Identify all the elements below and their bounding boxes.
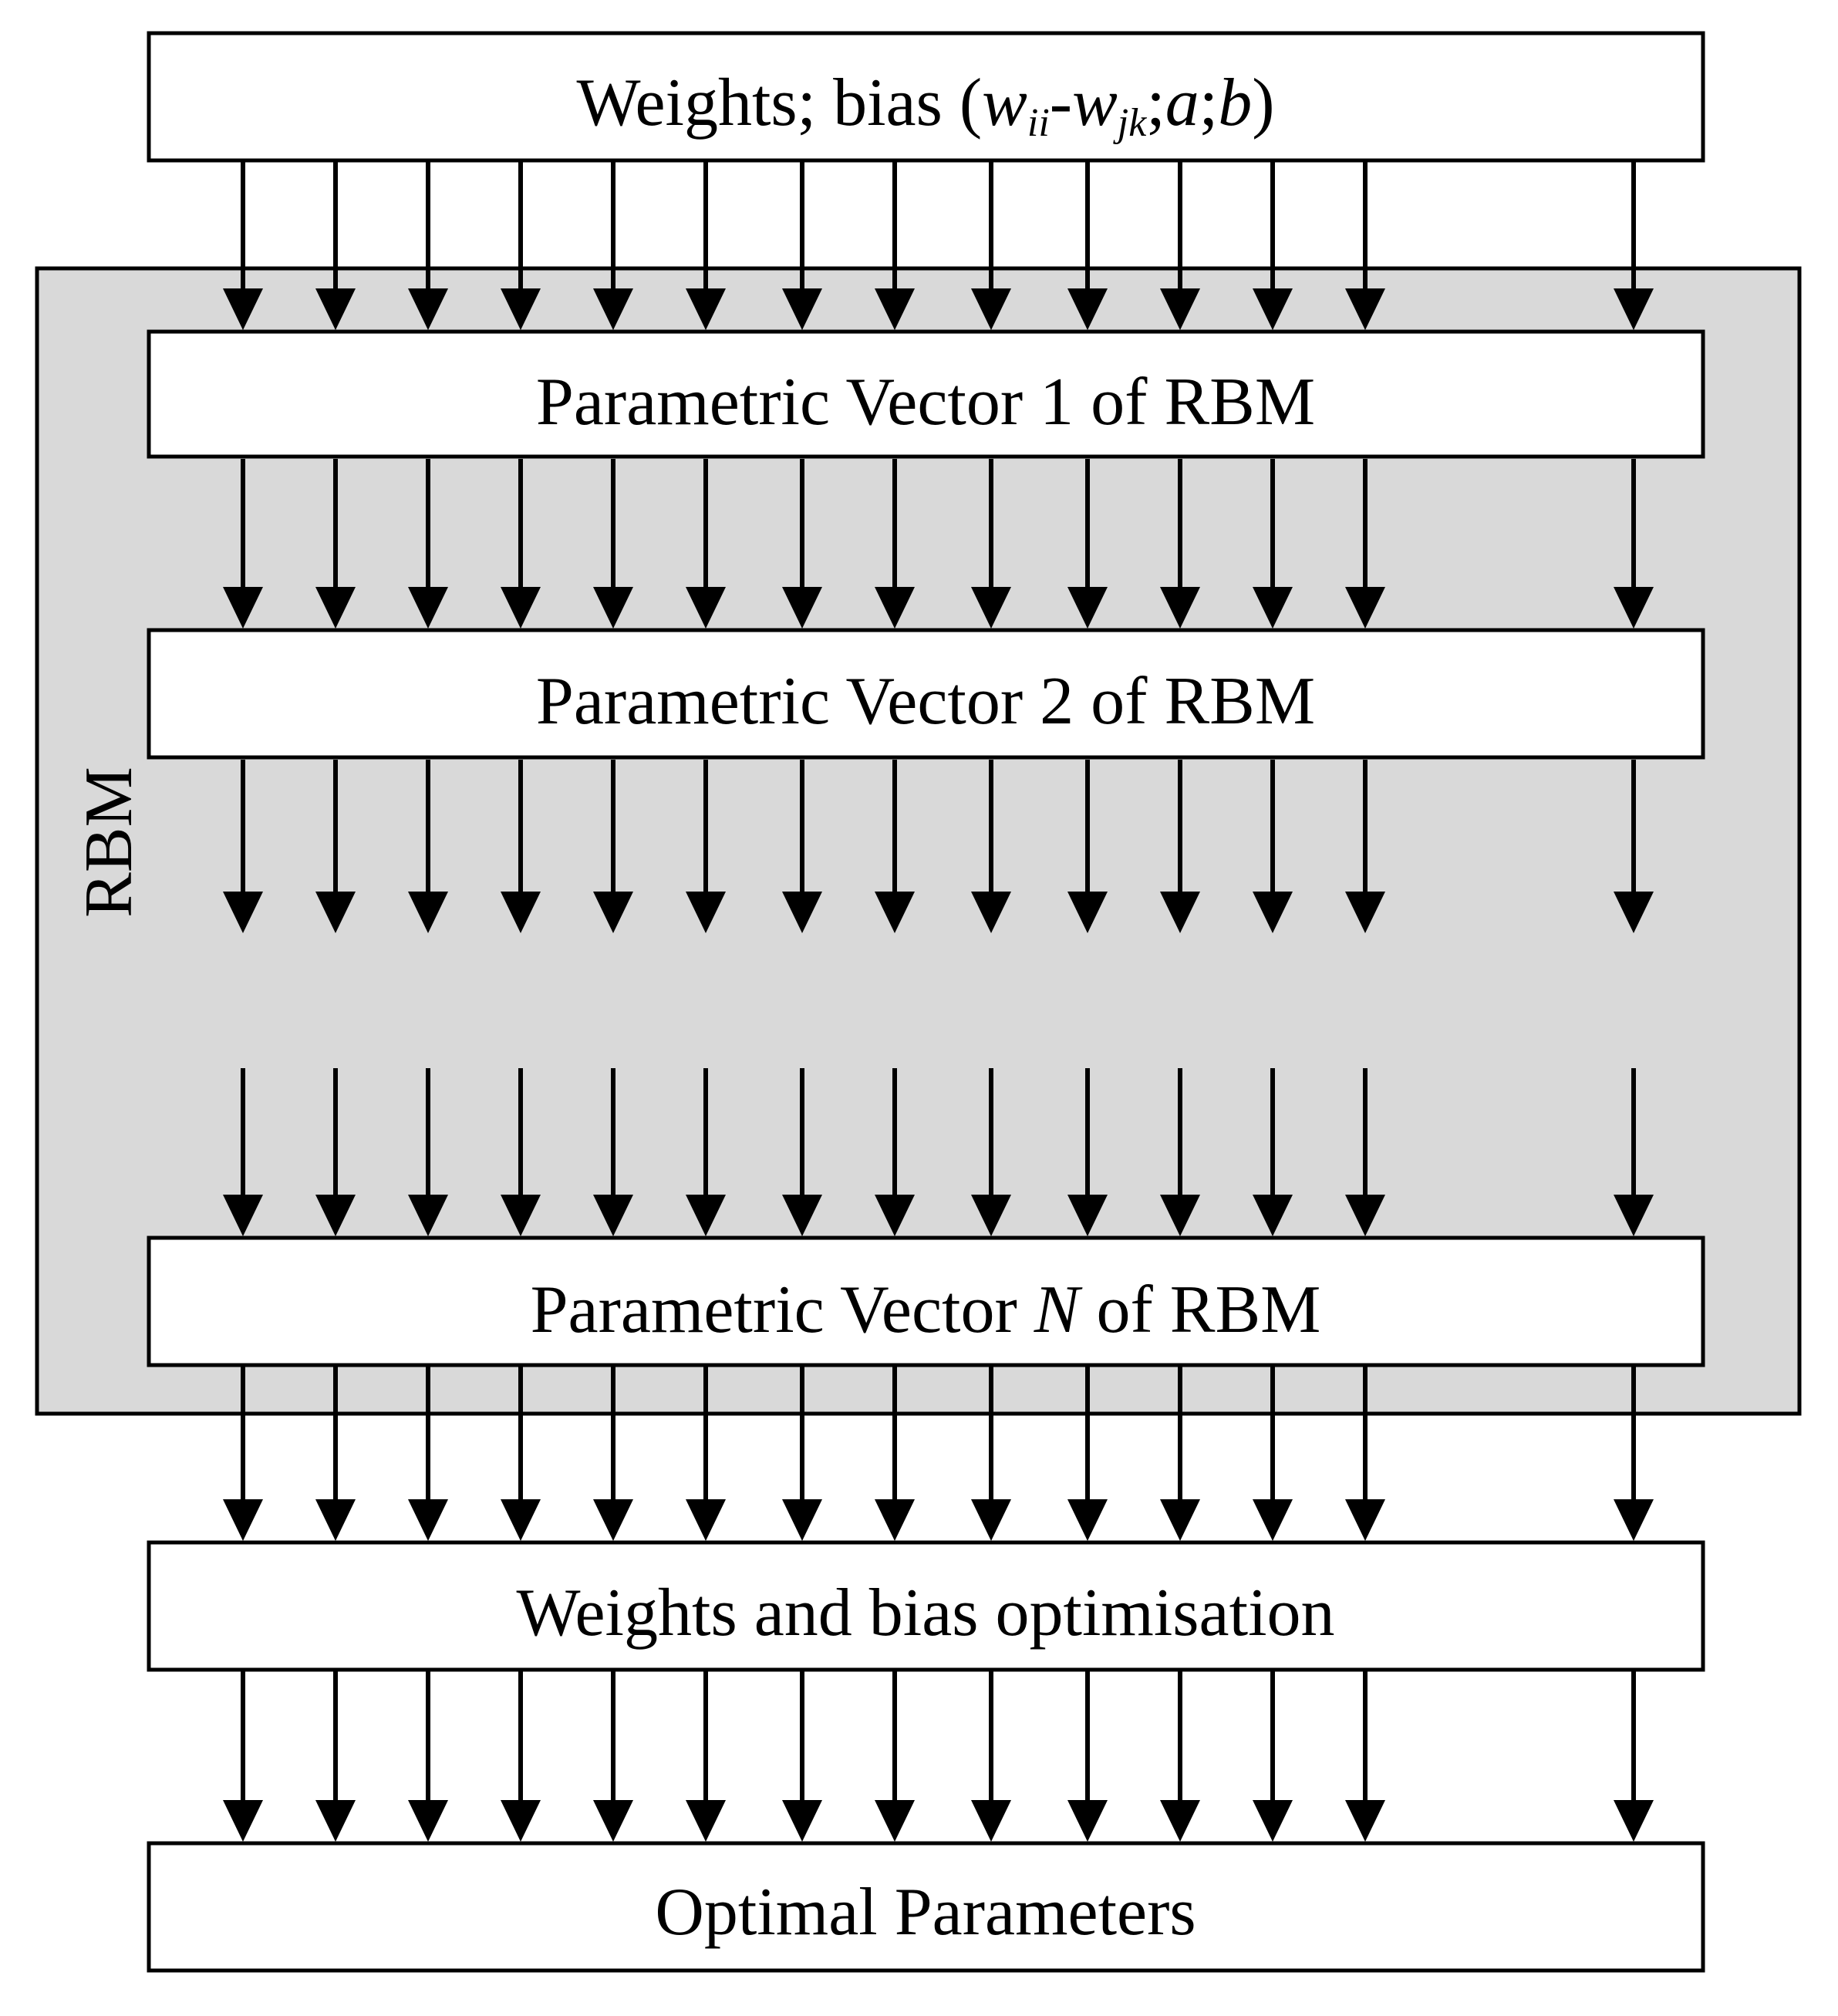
arrow-head bbox=[1614, 1800, 1654, 1842]
arrow-head bbox=[1253, 587, 1293, 629]
arrow-head bbox=[686, 1499, 726, 1541]
arrow-head bbox=[408, 288, 448, 330]
arrow-head bbox=[501, 288, 541, 330]
arrow-head bbox=[223, 892, 263, 933]
arrow-head bbox=[315, 1800, 356, 1842]
arrow-head bbox=[782, 587, 822, 629]
arrow-head bbox=[408, 1800, 448, 1842]
arrow-connectors bbox=[223, 162, 1654, 1842]
arrow-head bbox=[593, 1499, 633, 1541]
arrow-head bbox=[971, 587, 1011, 629]
input-weights-bias-box: Weights; bias (wii-wjk;a;b) bbox=[147, 31, 1705, 163]
arrow-head bbox=[1253, 1499, 1293, 1541]
arrow-head bbox=[875, 892, 915, 933]
input-weights-bias-label: Weights; bias (wii-wjk;a;b) bbox=[576, 66, 1274, 145]
arrow-head bbox=[501, 892, 541, 933]
arrow-head bbox=[315, 288, 356, 330]
arrow-head bbox=[223, 587, 263, 629]
arrow-head bbox=[686, 892, 726, 933]
arrow-head bbox=[1345, 1499, 1385, 1541]
arrow-head bbox=[408, 892, 448, 933]
arrow-head bbox=[1345, 892, 1385, 933]
arrow-head bbox=[223, 1800, 263, 1842]
parametric-vector-1-label: Parametric Vector 1 of RBM bbox=[536, 365, 1315, 440]
arrow-head bbox=[971, 1800, 1011, 1842]
arrow-head bbox=[315, 1195, 356, 1236]
arrow-head bbox=[315, 1499, 356, 1541]
arrow-head bbox=[501, 1800, 541, 1842]
weights-bias-optimisation-label: Weights and bias optimisation bbox=[516, 1576, 1334, 1650]
arrow-head bbox=[408, 587, 448, 629]
arrow-head bbox=[875, 587, 915, 629]
arrow-head bbox=[593, 892, 633, 933]
arrow-head bbox=[971, 892, 1011, 933]
arrow-head bbox=[1614, 1499, 1654, 1541]
arrow-head bbox=[501, 1195, 541, 1236]
arrow-head bbox=[223, 1195, 263, 1236]
arrow-head bbox=[1160, 892, 1200, 933]
arrow-head bbox=[1160, 1499, 1200, 1541]
arrow-head bbox=[1160, 1195, 1200, 1236]
arrow-head bbox=[223, 288, 263, 330]
arrow-head bbox=[782, 892, 822, 933]
parametric-vector-1-box: Parametric Vector 1 of RBM bbox=[147, 329, 1705, 459]
arrow-head bbox=[1253, 1195, 1293, 1236]
arrow-head bbox=[971, 288, 1011, 330]
arrow-head bbox=[1345, 1195, 1385, 1236]
arrow-head bbox=[875, 1195, 915, 1236]
weights-bias-optimisation-box: Weights and bias optimisation bbox=[147, 1540, 1705, 1672]
parametric-vector-n-label: Parametric Vector N of RBM bbox=[531, 1273, 1321, 1347]
arrow-head bbox=[1160, 1800, 1200, 1842]
parametric-vector-2-label: Parametric Vector 2 of RBM bbox=[536, 664, 1315, 739]
arrow-head bbox=[1067, 288, 1108, 330]
arrow-head bbox=[408, 1499, 448, 1541]
arrow-head bbox=[1160, 288, 1200, 330]
arrow-head bbox=[1614, 288, 1654, 330]
arrow-head bbox=[1345, 288, 1385, 330]
arrow-head bbox=[782, 1800, 822, 1842]
arrow-head bbox=[1614, 1195, 1654, 1236]
arrow-head bbox=[1253, 1800, 1293, 1842]
arrow-head bbox=[686, 1195, 726, 1236]
arrow-head bbox=[875, 1499, 915, 1541]
arrow-head bbox=[501, 1499, 541, 1541]
arrow-head bbox=[1345, 587, 1385, 629]
arrow-head bbox=[1253, 288, 1293, 330]
arrow-head bbox=[782, 1499, 822, 1541]
arrow-head bbox=[782, 288, 822, 330]
arrow-head bbox=[593, 1195, 633, 1236]
arrow-head bbox=[1253, 892, 1293, 933]
arrow-head bbox=[875, 1800, 915, 1842]
arrow-head bbox=[1160, 587, 1200, 629]
arrow-head bbox=[875, 288, 915, 330]
arrow-head bbox=[686, 1800, 726, 1842]
arrow-head bbox=[1067, 892, 1108, 933]
arrow-head bbox=[593, 1800, 633, 1842]
optimal-parameters-box: Optimal Parameters bbox=[147, 1841, 1705, 1973]
optimal-parameters-label: Optimal Parameters bbox=[655, 1875, 1196, 1950]
arrow-head bbox=[782, 1195, 822, 1236]
arrow-head bbox=[1345, 1800, 1385, 1842]
rbm-group-label: RBM bbox=[72, 767, 147, 918]
parametric-vector-n-box: Parametric Vector N of RBM bbox=[147, 1236, 1705, 1367]
arrow-head bbox=[1067, 1499, 1108, 1541]
arrow-head bbox=[501, 587, 541, 629]
arrow-head bbox=[1067, 587, 1108, 629]
arrow-head bbox=[1614, 892, 1654, 933]
arrow-head bbox=[686, 587, 726, 629]
arrow-head bbox=[1614, 587, 1654, 629]
arrow-head bbox=[593, 288, 633, 330]
arrow-head bbox=[223, 1499, 263, 1541]
arrow-head bbox=[593, 587, 633, 629]
arrow-head bbox=[971, 1499, 1011, 1541]
parametric-vector-2-box: Parametric Vector 2 of RBM bbox=[147, 628, 1705, 760]
arrow-head bbox=[315, 587, 356, 629]
arrow-head bbox=[686, 288, 726, 330]
arrow-head bbox=[408, 1195, 448, 1236]
arrow-head bbox=[1067, 1195, 1108, 1236]
arrow-head bbox=[1067, 1800, 1108, 1842]
arrow-head bbox=[971, 1195, 1011, 1236]
arrow-head bbox=[315, 892, 356, 933]
